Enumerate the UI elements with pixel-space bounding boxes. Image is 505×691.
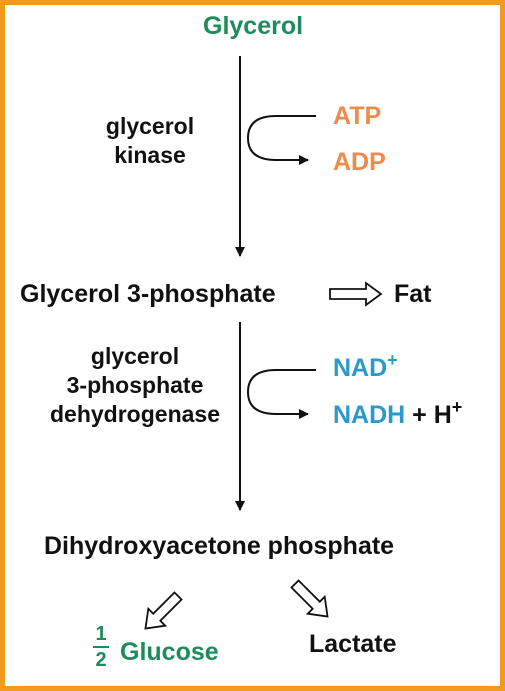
cofactor-nadh: NADH	[333, 401, 406, 429]
curve-nad-nadh	[246, 369, 316, 419]
cofactor-h-sup: +	[451, 397, 463, 418]
enzyme1-line2: kinase	[114, 141, 186, 168]
node-fat: Fat	[394, 280, 432, 308]
node-dhap: Dihydroxyacetone phosphate	[44, 532, 395, 560]
fraction-denominator: 2	[95, 649, 107, 671]
hollow-arrow-to-fat	[329, 281, 383, 307]
enzyme2-line3: dehydrogenase	[50, 400, 220, 427]
cofactor-nadh-h: NADH + H+	[333, 398, 462, 429]
hollow-arrow-to-glucose	[144, 591, 183, 630]
enzyme-glycerol-kinase: glycerol kinase	[80, 112, 220, 170]
enzyme1-line1: glycerol	[105, 113, 195, 139]
node-lactate: Lactate	[309, 630, 397, 658]
fraction-bar	[93, 646, 109, 648]
hollow-arrow-to-lactate	[290, 579, 329, 618]
node-glycerol-3-phosphate: Glycerol 3-phosphate	[20, 280, 276, 308]
fraction-one-half: 1 2	[93, 624, 109, 670]
node-glycerol: Glycerol	[203, 12, 304, 40]
cofactor-h-plus: + H+	[412, 398, 462, 429]
node-glucose: Glucose	[120, 638, 219, 666]
enzyme2-line1: glycerol	[90, 343, 180, 369]
cofactor-atp: ATP	[333, 102, 382, 130]
curve-atp-adp	[246, 115, 316, 165]
enzyme2-line2: 3-phosphate	[66, 371, 204, 398]
cofactor-h-text: + H	[412, 401, 452, 429]
enzyme-g3p-dehydrogenase: glycerol 3-phosphate dehydrogenase	[40, 342, 230, 428]
cofactor-nad: NAD+	[333, 351, 398, 382]
cofactor-adp: ADP	[333, 148, 386, 176]
fraction-numerator: 1	[95, 623, 107, 645]
cofactor-nad-text: NAD	[333, 354, 388, 382]
cofactor-nad-sup: +	[387, 350, 398, 371]
